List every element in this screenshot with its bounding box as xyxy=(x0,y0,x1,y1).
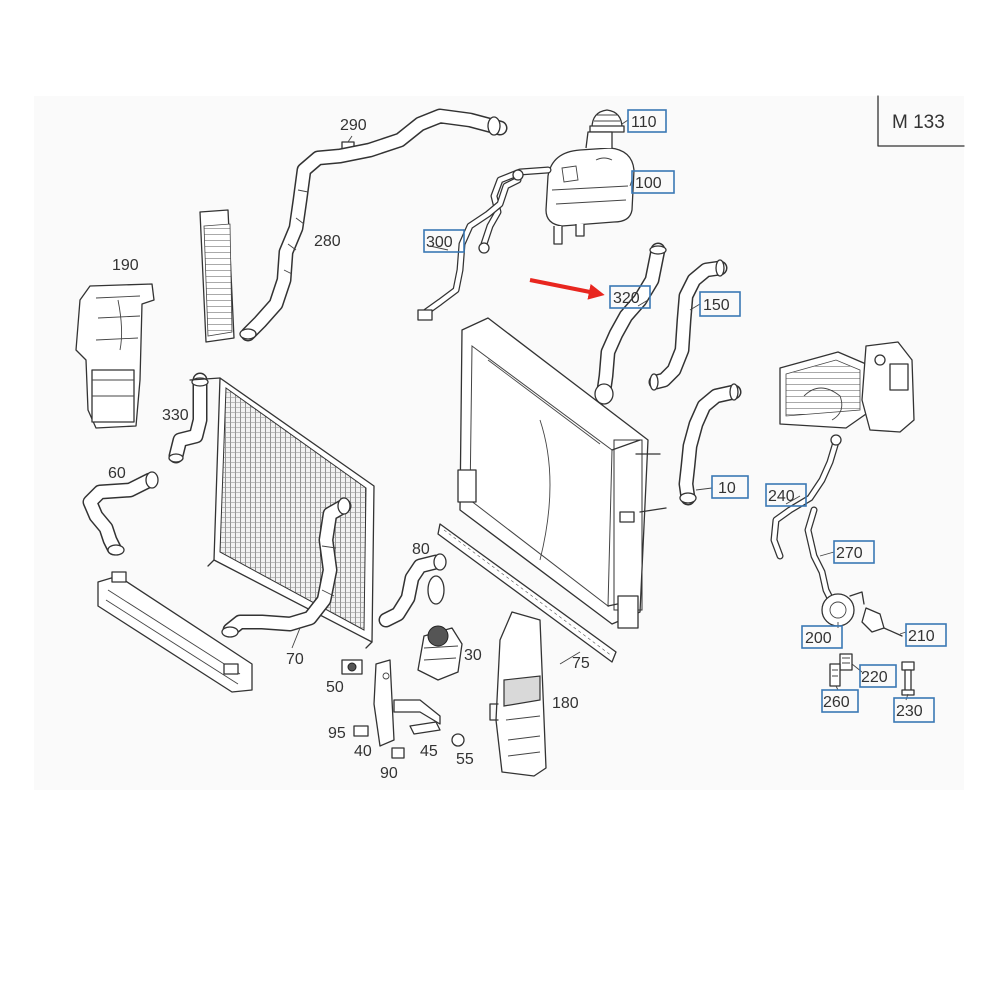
callout-270-box: 270 xyxy=(833,540,875,564)
callout-320-box: 320 xyxy=(609,285,651,309)
hose-330-part xyxy=(168,372,209,464)
hose-240-part xyxy=(770,434,842,560)
callout-75: 75 xyxy=(572,655,590,672)
callout-210-box: 210 xyxy=(905,623,947,647)
diagram-label-box: M 133 xyxy=(877,95,965,147)
callout-180: 180 xyxy=(552,695,579,712)
duct-190-part xyxy=(75,283,155,429)
callout-95: 95 xyxy=(328,725,346,742)
hose-70-part xyxy=(221,497,352,638)
callout-240-box: 240 xyxy=(765,483,807,507)
callout-90: 90 xyxy=(380,765,398,782)
callout-60: 60 xyxy=(108,465,126,482)
part-50-bracket xyxy=(341,659,363,675)
part-260-hardware xyxy=(829,663,841,687)
callout-100: 100 xyxy=(635,175,662,192)
part-55-hardware xyxy=(451,733,465,747)
radiator-rail-part xyxy=(437,523,617,663)
intercooler-core-part xyxy=(199,209,235,343)
highlight-arrow xyxy=(529,278,605,300)
callout-220: 220 xyxy=(861,669,888,686)
hose-270-part xyxy=(804,506,836,606)
sensor-210-part xyxy=(861,607,903,637)
hose-150-part xyxy=(648,259,728,391)
callout-150: 150 xyxy=(703,297,730,314)
callout-230: 230 xyxy=(896,703,923,720)
callout-330: 330 xyxy=(162,407,189,424)
hose-10-part xyxy=(678,383,742,506)
radiator-part xyxy=(457,317,667,629)
diagram-label: M 133 xyxy=(892,112,945,133)
thermostat-housing-part xyxy=(779,341,915,433)
callout-270: 270 xyxy=(836,545,863,562)
callout-110: 110 xyxy=(631,114,657,131)
part-45-hardware xyxy=(409,721,441,735)
pump-30-part xyxy=(417,625,463,681)
callout-70: 70 xyxy=(286,651,304,668)
hose-280-part xyxy=(239,108,508,342)
part-95-hardware xyxy=(353,725,369,737)
callout-300: 300 xyxy=(426,234,453,251)
part-90-hardware xyxy=(391,747,405,759)
callout-100-box: 100 xyxy=(631,170,675,194)
callout-260: 260 xyxy=(823,694,850,711)
callout-200-box: 200 xyxy=(801,625,843,649)
hose-80-part xyxy=(378,553,447,628)
callout-230-box: 230 xyxy=(893,697,935,723)
callout-200: 200 xyxy=(805,630,832,647)
callout-55: 55 xyxy=(456,751,474,768)
callout-280: 280 xyxy=(314,233,341,250)
hose-60-part xyxy=(82,471,159,556)
callout-45: 45 xyxy=(420,743,438,760)
callout-50: 50 xyxy=(326,679,344,696)
callout-80: 80 xyxy=(412,541,430,558)
callout-190: 190 xyxy=(112,257,139,274)
callout-110-box: 110 xyxy=(627,109,667,133)
expansion-tank-part xyxy=(545,131,635,245)
callout-210: 210 xyxy=(908,628,935,645)
callout-260-box: 260 xyxy=(821,689,859,713)
bracket-40-part xyxy=(373,659,441,747)
vent-line-part xyxy=(417,166,552,321)
shroud-180-part xyxy=(489,611,547,777)
callout-30: 30 xyxy=(464,647,482,664)
callout-290: 290 xyxy=(340,117,367,134)
callout-240: 240 xyxy=(768,488,795,505)
charge-air-cooler-part xyxy=(97,571,253,693)
callout-150-box: 150 xyxy=(699,291,741,317)
callout-40: 40 xyxy=(354,743,372,760)
callout-10: 10 xyxy=(718,480,736,497)
hose-320-part xyxy=(594,242,667,405)
callout-10-box: 10 xyxy=(711,475,749,499)
callout-320: 320 xyxy=(613,290,640,307)
callout-220-box: 220 xyxy=(859,664,897,688)
part-220-hardware xyxy=(839,653,853,671)
callout-300-box: 300 xyxy=(423,229,465,253)
